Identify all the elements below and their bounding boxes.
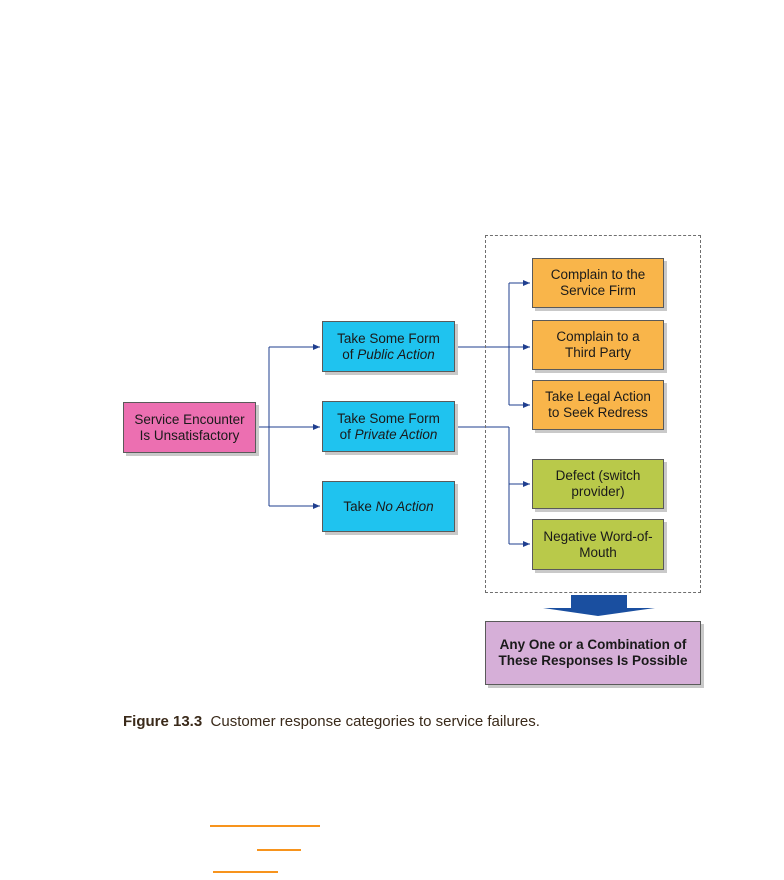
outcome-line2: These Responses Is Possible <box>498 653 688 668</box>
decorative-underline <box>210 825 320 827</box>
complain-firm-node: Complain to the Service Firm <box>532 258 664 308</box>
defect-node: Defect (switch provider) <box>532 459 664 509</box>
word-of-mouth-node: Negative Word-of- Mouth <box>532 519 664 570</box>
decorative-underline <box>213 871 278 873</box>
private-action-emphasis: Private Action <box>354 426 438 442</box>
figure-caption: Figure 13.3 Customer response categories… <box>123 713 540 730</box>
figure-caption-text: Customer response categories to service … <box>210 713 540 730</box>
complain-third-line1: Complain to a <box>556 329 640 344</box>
decorative-underline <box>257 849 301 851</box>
outcome-line1: Any One or a Combination of <box>499 637 687 652</box>
legal-action-node: Take Legal Action to Seek Redress <box>532 380 664 430</box>
big-down-arrow <box>543 595 655 616</box>
private-action-line1: Take Some Form <box>337 410 440 426</box>
defect-line2: provider) <box>571 484 625 499</box>
complain-firm-line2: Service Firm <box>560 283 636 298</box>
complain-third-line2: Third Party <box>564 345 631 360</box>
complain-third-party-node: Complain to a Third Party <box>532 320 664 370</box>
no-action-node: Take No Action <box>322 481 455 532</box>
word-of-mouth-line1: Negative Word-of- <box>543 528 653 544</box>
legal-action-line1: Take Legal Action <box>545 389 651 404</box>
public-action-emphasis: Public Action <box>357 346 435 362</box>
private-action-prefix: of <box>339 426 355 442</box>
no-action-line1: Take No Action <box>343 499 433 515</box>
legal-action-line2: to Seek Redress <box>548 405 648 420</box>
public-action-line1: Take Some Form <box>337 330 440 346</box>
responses-group-frame <box>485 235 701 593</box>
public-action-line2: of Public Action <box>337 347 440 363</box>
no-action-prefix: Take <box>343 498 376 514</box>
root-node: Service Encounter Is Unsatisfactory <box>123 402 256 453</box>
private-action-line2: of Private Action <box>337 427 440 443</box>
no-action-emphasis: No Action <box>375 498 434 514</box>
word-of-mouth-line2: Mouth <box>579 544 617 560</box>
figure-label: Figure 13.3 <box>123 713 203 730</box>
private-action-node: Take Some Form of Private Action <box>322 401 455 452</box>
defect-line1: Defect (switch <box>555 468 641 483</box>
root-line1: Service Encounter <box>134 411 245 427</box>
public-action-node: Take Some Form of Public Action <box>322 321 455 372</box>
root-line2: Is Unsatisfactory <box>139 427 240 443</box>
complain-firm-line1: Complain to the <box>550 267 646 282</box>
outcome-node: Any One or a Combination of These Respon… <box>485 621 701 685</box>
public-action-prefix: of <box>342 346 358 362</box>
